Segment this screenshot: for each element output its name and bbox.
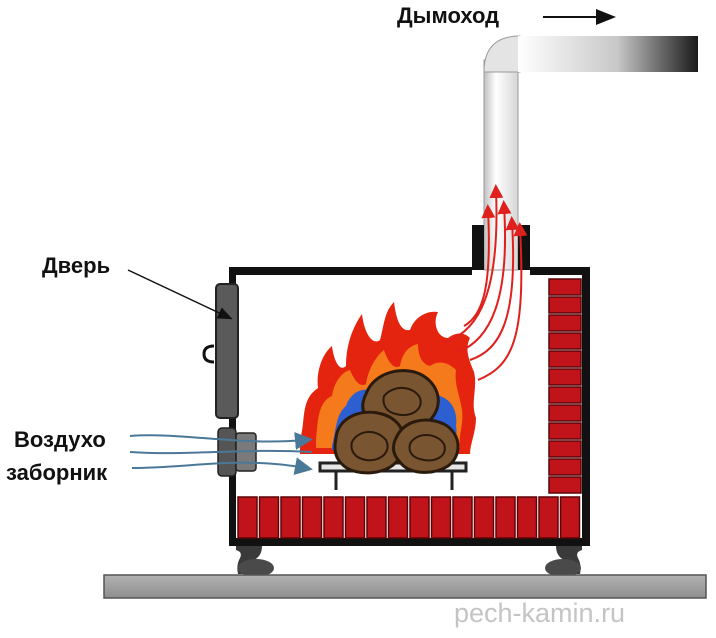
- brick: [548, 314, 582, 332]
- brick: [548, 476, 582, 494]
- door-pointer-line: [127, 269, 233, 320]
- air-intake-label-line1: Воздухо: [14, 427, 106, 452]
- brick: [548, 278, 582, 296]
- brick: [559, 496, 581, 539]
- firebrick-lining: [237, 278, 582, 539]
- brick: [280, 496, 301, 539]
- brick: [473, 496, 495, 539]
- brick: [301, 496, 323, 539]
- brick: [409, 496, 430, 539]
- brick: [452, 496, 473, 539]
- firewood-logs: [333, 369, 460, 475]
- brick: [548, 386, 582, 404]
- door-label: Дверь: [42, 253, 111, 278]
- watermark-text: pech-kamin.ru: [454, 598, 626, 628]
- chimney-label: Дымоход: [397, 3, 500, 28]
- brick: [548, 296, 582, 314]
- brick: [430, 496, 452, 539]
- brick: [495, 496, 516, 539]
- chimney-pipe: [483, 35, 698, 271]
- stove-door: [202, 283, 239, 419]
- brick: [258, 496, 280, 539]
- brick: [548, 368, 582, 386]
- brick: [387, 496, 409, 539]
- brick: [516, 496, 538, 539]
- brick: [366, 496, 387, 539]
- brick: [548, 422, 582, 440]
- brick: [548, 440, 582, 458]
- brick: [548, 332, 582, 350]
- air-inflow-arrows: [129, 431, 313, 476]
- brick: [548, 350, 582, 368]
- brick: [548, 404, 582, 422]
- brick: [237, 496, 258, 539]
- hot-gas-arrows: [445, 184, 528, 381]
- brick: [538, 496, 559, 539]
- brick: [323, 496, 344, 539]
- air-intake-label-line2: заборник: [6, 460, 108, 485]
- floor-slab: [103, 574, 707, 599]
- brick: [344, 496, 366, 539]
- stove-legs: [236, 546, 582, 577]
- brick: [548, 458, 582, 476]
